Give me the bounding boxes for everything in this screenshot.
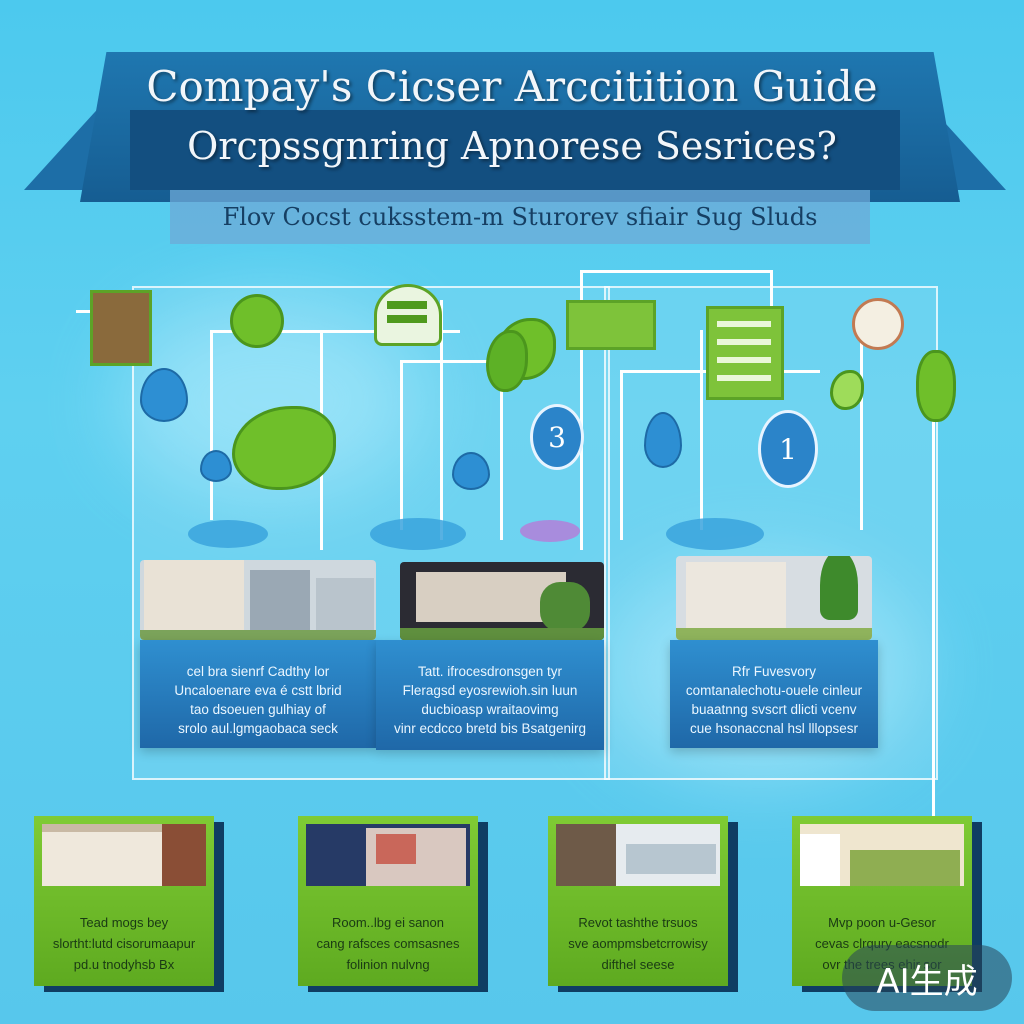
- card-photo: [42, 824, 206, 886]
- card-caption-line: pd.u tnodyhsb Bx: [73, 957, 175, 972]
- step-number: 3: [548, 420, 566, 454]
- info-box: Tatt. ifrocesdronsgen tyr Fleragsd eyosr…: [376, 640, 604, 750]
- house-icon: [374, 284, 442, 346]
- card-caption-line: folinion nulvng: [346, 957, 430, 972]
- card-caption-line: difthel seese: [601, 957, 675, 972]
- water-drop-icon: [200, 450, 232, 482]
- ai-generated-watermark: AI生成: [842, 945, 1012, 1011]
- info-line: Rfr Fuvesvory: [731, 664, 816, 679]
- building-thumbnail: [90, 290, 152, 366]
- feature-card: Revot tashthe trsuos sve aompmsbetcrrowi…: [548, 816, 728, 986]
- office-building-scene: [140, 560, 376, 640]
- water-drop-icon: [452, 452, 490, 490]
- step-badge: 1: [758, 410, 818, 488]
- water-drop-icon: [644, 412, 682, 468]
- card-photo: [306, 824, 470, 886]
- connector-line: [580, 270, 770, 273]
- watermark-text: AI生成: [876, 961, 978, 1002]
- card-photo: [800, 824, 964, 886]
- connector-line: [440, 300, 443, 540]
- title-banner-inner: [130, 110, 900, 190]
- leaf-icon: [230, 294, 284, 348]
- connector-line: [860, 330, 863, 530]
- card-caption: Tead mogs bey slortht:lutd cisorumaapur …: [40, 912, 208, 975]
- connector-line: [932, 420, 935, 820]
- interior-scene: [400, 562, 604, 640]
- connector-line: [210, 330, 460, 333]
- info-line: Tatt. ifrocesdronsgen tyr: [417, 664, 563, 679]
- card-caption-line: cang rafsces comsasnes: [316, 936, 460, 951]
- card-caption-line: Room..lbg ei sanon: [331, 915, 444, 930]
- document-icon: [706, 306, 784, 400]
- info-line: Fleragsd eyosrewioh.sin luun: [402, 683, 578, 698]
- info-line: buaatnng svscrt dlicti vcenv: [691, 702, 857, 717]
- leaf-icon: [486, 330, 528, 392]
- leaf-icon: [916, 350, 956, 422]
- platform-disc: [666, 518, 764, 550]
- connector-line: [700, 330, 703, 530]
- info-box: Rfr Fuvesvory comtanalechotu-ouele cinle…: [670, 640, 878, 748]
- info-line: vinr ecdcco bretd bis Bsatgenirg: [393, 721, 587, 736]
- info-box: cel bra sienrf Cadthy lor Uncaloenare ev…: [140, 640, 376, 748]
- card-caption-line: sve aompmsbetcrrowisy: [568, 936, 708, 951]
- connector-line: [580, 270, 583, 550]
- step-number: 1: [779, 432, 797, 466]
- step-badge: 3: [530, 404, 584, 470]
- card-photo: [556, 824, 720, 886]
- info-line: Uncaloenare eva é cstt lbrid: [174, 683, 342, 698]
- connector-line: [210, 330, 213, 520]
- water-drop-icon: [140, 368, 188, 422]
- platform-disc: [188, 520, 268, 548]
- card-caption-line: slortht:lutd cisorumaapur: [52, 936, 196, 951]
- page-title-line-2: Orcpssgnring Apnorese Sesrices?: [187, 124, 837, 168]
- leaf-icon: [830, 370, 864, 410]
- info-line: cue hsonaccnal hsl lllopsesr: [689, 721, 859, 736]
- info-line: srolo aul.lgmgaobaca seck: [178, 721, 338, 736]
- connector-line: [400, 360, 540, 363]
- page-title: Compay's Cicser Arccitition Guide: [146, 62, 878, 111]
- subtitle-bar: Flov Cocst cuksstem-m Sturorev sfiair Su…: [170, 190, 870, 244]
- platform-disc: [370, 518, 466, 550]
- feature-card: Tead mogs bey slortht:lutd cisorumaapur …: [34, 816, 214, 986]
- signboard-icon: [566, 300, 656, 350]
- hospital-icon: [852, 298, 904, 350]
- connector-line: [400, 360, 403, 530]
- info-line: ducbioasp wraitaovimg: [421, 702, 559, 717]
- card-caption-line: Revot tashthe trsuos: [578, 915, 698, 930]
- card-caption: Room..lbg ei sanon cang rafsces comsasne…: [304, 912, 472, 975]
- feature-card: Room..lbg ei sanon cang rafsces comsasne…: [298, 816, 478, 986]
- clinic-scene: [676, 556, 872, 640]
- connector-line: [620, 370, 623, 540]
- connector-line: [500, 340, 503, 540]
- card-caption: Revot tashthe trsuos sve aompmsbetcrrowi…: [554, 912, 722, 975]
- leaf-icon: [232, 406, 336, 490]
- connector-line: [770, 270, 773, 330]
- info-line: tao dsoeuen gulhiay of: [190, 702, 326, 717]
- card-caption-line: Tead mogs bey: [79, 915, 169, 930]
- info-line: comtanalechotu-ouele cinleur: [685, 683, 863, 698]
- card-caption-line: Mvp poon u-Gesor: [828, 915, 936, 930]
- platform-disc: [520, 520, 580, 542]
- subtitle: Flov Cocst cuksstem-m Sturorev sfiair Su…: [222, 203, 818, 231]
- info-line: cel bra sienrf Cadthy lor: [186, 664, 330, 679]
